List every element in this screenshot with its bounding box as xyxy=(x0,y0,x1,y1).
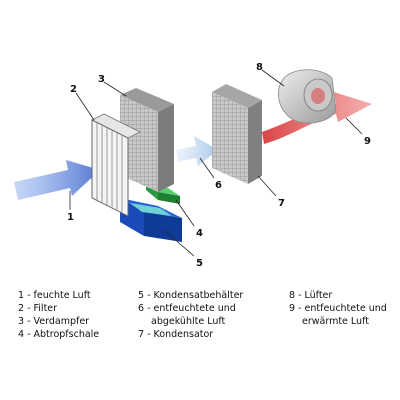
leader-lines xyxy=(69,69,363,257)
legend-item-2: 2 - Filter xyxy=(18,303,58,314)
condensate-tank xyxy=(120,198,182,242)
callout-1: 1 xyxy=(67,212,74,223)
filter xyxy=(91,113,141,217)
evaporator xyxy=(120,88,174,192)
legend-item-1: 1 - feuchte Luft xyxy=(18,290,91,301)
cooled-air-arrow xyxy=(176,136,218,166)
callout-7: 7 xyxy=(278,198,285,209)
callout-2: 2 xyxy=(70,84,77,95)
legend-item-5: 5 - Kondensatbehälter xyxy=(138,290,244,301)
fan xyxy=(278,69,337,124)
legend-column-2: 5 - Kondensatbehälter 6 - entfeuchtete u… xyxy=(138,289,243,341)
legend-item-6-continued: abgekühlte Luft xyxy=(151,316,226,327)
legend-item-6: 6 - entfeuchtete und xyxy=(138,303,236,314)
legend-item-9: 9 - entfeuchtete und xyxy=(289,303,387,314)
legend-item-7: 7 - Kondensator xyxy=(138,329,214,340)
legend-column-1: 1 - feuchte Luft 2 - Filter 3 - Verdampf… xyxy=(18,289,99,341)
callout-8: 8 xyxy=(256,62,263,73)
callout-4: 4 xyxy=(196,228,203,239)
legend-item-3: 3 - Verdampfer xyxy=(18,316,90,327)
humid-air-arrow xyxy=(14,160,100,200)
legend-item-4: 4 - Abtropfschale xyxy=(18,329,100,340)
callout-9: 9 xyxy=(364,136,371,147)
legend-item-8: 8 - Lüfter xyxy=(289,290,333,301)
legend-column-3: 8 - Lüfter 9 - entfeuchtete und erwärmte… xyxy=(289,289,387,328)
callout-6: 6 xyxy=(215,180,222,191)
callout-3: 3 xyxy=(98,74,105,85)
condenser xyxy=(212,84,262,184)
callout-5: 5 xyxy=(196,258,203,269)
legend-item-9-continued: erwärmte Luft xyxy=(302,316,369,327)
